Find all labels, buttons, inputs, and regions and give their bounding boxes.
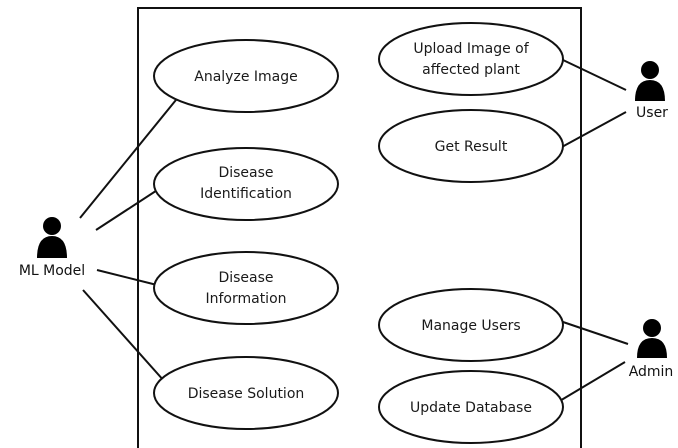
disease-identification-label-line1: Disease [218,165,273,181]
analyze-image-label: Analyze Image [194,69,297,85]
line-user-upload [562,59,627,91]
disease-identification-label-line2: Identification [200,186,292,202]
admin-actor-icon [637,319,667,358]
user-actor-label: User [636,105,668,121]
update-database-label: Update Database [410,400,532,416]
use-case-get-result [378,109,564,183]
ml-model-actor-label: ML Model [19,263,85,279]
use-case-upload-image [378,22,564,96]
line-ml-solution [82,289,166,383]
disease-solution-label: Disease Solution [188,386,305,402]
upload-image-label-line1: Upload Image of [413,41,529,57]
use-case-disease-information [153,251,339,325]
system-boundary [137,7,582,448]
disease-information-label-line2: Information [205,291,286,307]
user-actor-icon [635,61,665,101]
upload-image-label-line2: affected plant [422,62,520,78]
get-result-label: Get Result [435,139,508,155]
line-ml-identification [95,184,166,231]
manage-users-label: Manage Users [421,318,520,334]
line-ml-information [96,269,158,286]
disease-information-label-line1: Disease [218,270,273,286]
association-lines [79,59,629,403]
admin-actor-label: Admin [629,364,674,380]
line-user-result [559,111,627,149]
line-admin-update [557,361,626,403]
use-case-manage-users [378,288,564,362]
line-admin-manage [562,321,629,345]
use-case-disease-identification [153,147,339,221]
use-case-disease-solution [153,356,339,430]
use-case-update-database [378,370,564,444]
line-ml-analyze [79,94,181,219]
ml-model-actor-icon [37,217,67,258]
use-case-analyze-image [153,39,339,113]
